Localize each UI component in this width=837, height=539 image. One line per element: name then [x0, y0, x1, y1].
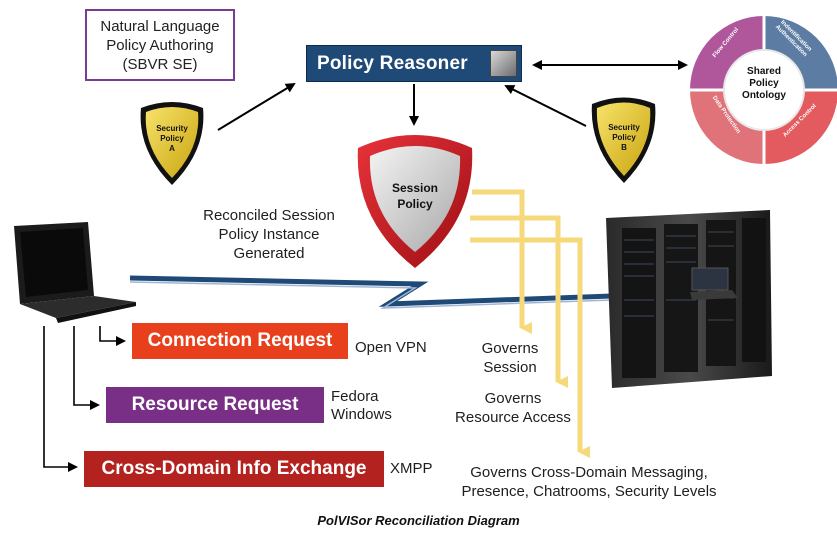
laptop-connectors: [43, 326, 126, 472]
governs-resource-access-text: Governs Resource Access: [455, 390, 571, 426]
resource-request-bar: Resource Request: [106, 387, 324, 423]
governs-session-text: Governs Session: [481, 340, 539, 376]
security-policy-b-shield: [591, 97, 656, 183]
cross-domain-exchange-bar: Cross-Domain Info Exchange: [84, 451, 384, 487]
reasoner-thumbnail-icon: [490, 50, 517, 77]
session-policy-shield: [357, 135, 473, 268]
server-rack: [606, 210, 772, 388]
session-policy-label: Session Policy: [391, 181, 439, 211]
arrow-shield-a-to-reasoner: [217, 82, 296, 131]
policy-reasoner-label: Policy Reasoner: [317, 53, 468, 74]
diagram-caption: PolVISor Reconciliation Diagram: [317, 513, 520, 528]
nl-policy-authoring-text: Natural Language Policy Authoring (SBVR …: [100, 18, 220, 73]
security-policy-b-label: Security Policy B: [608, 123, 640, 152]
connection-request-detail: Open VPN: [355, 339, 427, 356]
resource-request-detail: Fedora Windows: [331, 388, 392, 423]
policy-reasoner-box: Policy Reasoner: [306, 45, 522, 82]
connection-request-label: Connection Request: [147, 330, 333, 351]
connection-request-bar: Connection Request: [132, 323, 348, 359]
cross-domain-exchange-detail: XMPP: [390, 460, 433, 477]
arrow-shield-b-to-reasoner: [504, 85, 587, 127]
governs-flows: [470, 189, 590, 458]
resource-request-label: Resource Request: [131, 394, 299, 415]
nl-policy-authoring-box: Natural Language Policy Authoring (SBVR …: [85, 9, 235, 81]
reconciled-instance-text: Reconciled Session Policy Instance Gener…: [203, 207, 335, 262]
security-policy-a-label: Security Policy A: [156, 124, 188, 153]
ontology-center-label: Shared Policy Ontology: [742, 66, 786, 101]
shared-policy-ontology-wheel: [690, 16, 837, 164]
security-policy-a-shield: [140, 102, 204, 185]
network-link: [129, 275, 613, 307]
cross-domain-exchange-label: Cross-Domain Info Exchange: [101, 458, 367, 479]
laptop-client: [14, 222, 136, 323]
governs-cross-domain-text: Governs Cross-Domain Messaging, Presence…: [461, 464, 717, 500]
